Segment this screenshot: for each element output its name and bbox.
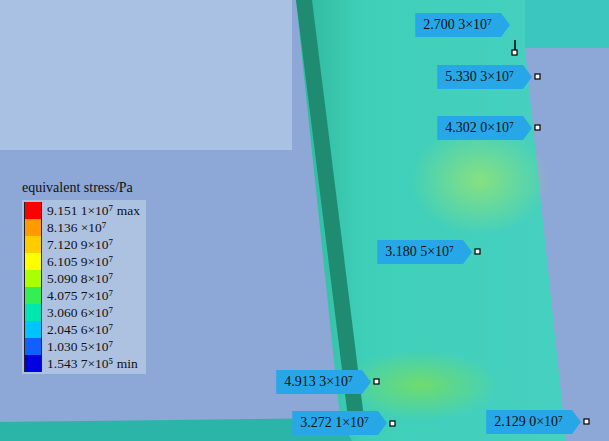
probe-marker: [374, 379, 379, 384]
legend-row: 1.030 5×10⁷: [24, 338, 140, 355]
probe-marker: [584, 419, 589, 424]
legend-swatch: [24, 219, 42, 236]
legend-row: 5.090 8×10⁷: [24, 270, 140, 287]
top-beam: [520, 0, 609, 48]
legend-row: 2.045 6×10⁷: [24, 321, 140, 338]
probe-value: 4.913 3×10⁷: [276, 370, 371, 394]
legend-value: 1.543 7×10⁵ min: [47, 356, 138, 372]
legend-swatch: [24, 321, 42, 338]
legend-title: equivalent stress/Pa: [22, 180, 146, 196]
legend-swatch: [24, 202, 42, 219]
legend-row: 6.105 9×10⁷: [24, 253, 140, 270]
legend-value: 8.136 ×10⁷: [47, 220, 107, 236]
legend-swatch: [24, 355, 42, 372]
probe-marker: [390, 421, 395, 426]
probe-value: 5.330 3×10⁷: [437, 65, 532, 89]
legend-swatch: [24, 253, 42, 270]
legend-value: 1.030 5×10⁷: [47, 339, 113, 355]
legend-row: 7.120 9×10⁷: [24, 236, 140, 253]
legend-swatch: [24, 236, 42, 253]
legend-value: 9.151 1×10⁷ max: [47, 203, 140, 219]
legend-value: 7.120 9×10⁷: [47, 237, 113, 253]
probe-markers: [374, 50, 589, 426]
legend-body: 9.151 1×10⁷ max8.136 ×10⁷7.120 9×10⁷6.10…: [22, 200, 146, 374]
color-legend: equivalent stress/Pa 9.151 1×10⁷ max8.13…: [22, 180, 146, 374]
legend-value: 4.075 7×10⁷: [47, 288, 113, 304]
probe-marker: [475, 249, 480, 254]
probe-value: 4.302 0×10⁷: [437, 116, 532, 140]
legend-swatch: [24, 287, 42, 304]
legend-row: 4.075 7×10⁷: [24, 287, 140, 304]
legend-swatch: [24, 338, 42, 355]
probe-value: 3.272 1×10⁷: [292, 411, 387, 435]
legend-value: 3.060 6×10⁷: [47, 305, 113, 321]
probe-value: 2.700 3×10⁷: [415, 13, 510, 37]
probe-value: 3.180 5×10⁷: [377, 240, 472, 264]
legend-swatch: [24, 304, 42, 321]
probe-marker: [535, 74, 540, 79]
legend-value: 5.090 8×10⁷: [47, 271, 113, 287]
stress-zone: [410, 125, 550, 235]
legend-value: 6.105 9×10⁷: [47, 254, 113, 270]
plate-edge: [296, 0, 364, 418]
legend-row: 3.060 6×10⁷: [24, 304, 140, 321]
legend-row: 1.543 7×10⁵ min: [24, 355, 140, 372]
legend-swatch: [24, 270, 42, 287]
probe-marker: [512, 50, 517, 55]
back-panel: [0, 0, 292, 150]
probe-value: 2.129 0×10⁷: [486, 410, 581, 434]
legend-value: 2.045 6×10⁷: [47, 322, 113, 338]
probe-marker: [535, 125, 540, 130]
legend-row: 9.151 1×10⁷ max: [24, 202, 140, 219]
legend-row: 8.136 ×10⁷: [24, 219, 140, 236]
